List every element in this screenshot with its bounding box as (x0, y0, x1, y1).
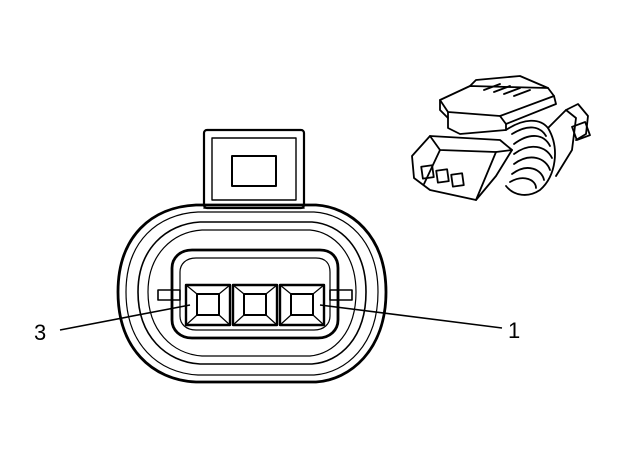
terminal-slot-1 (278, 283, 326, 327)
leader-line-pin-1 (319, 304, 503, 329)
terminal-slot-3 (184, 283, 232, 327)
connector-face-view (116, 128, 388, 384)
callout-pin-1: 1 (319, 304, 520, 343)
label-pin-1: 1 (508, 318, 520, 343)
housing-outer (116, 203, 388, 384)
terminal-slot-2 (231, 283, 279, 327)
terminal-cavity (170, 248, 340, 340)
locking-tab (202, 128, 306, 210)
connector-isometric-view (411, 75, 591, 201)
leader-line-pin-3 (59, 304, 191, 331)
callout-pin-3: 3 (34, 304, 191, 345)
label-pin-3: 3 (34, 320, 46, 345)
